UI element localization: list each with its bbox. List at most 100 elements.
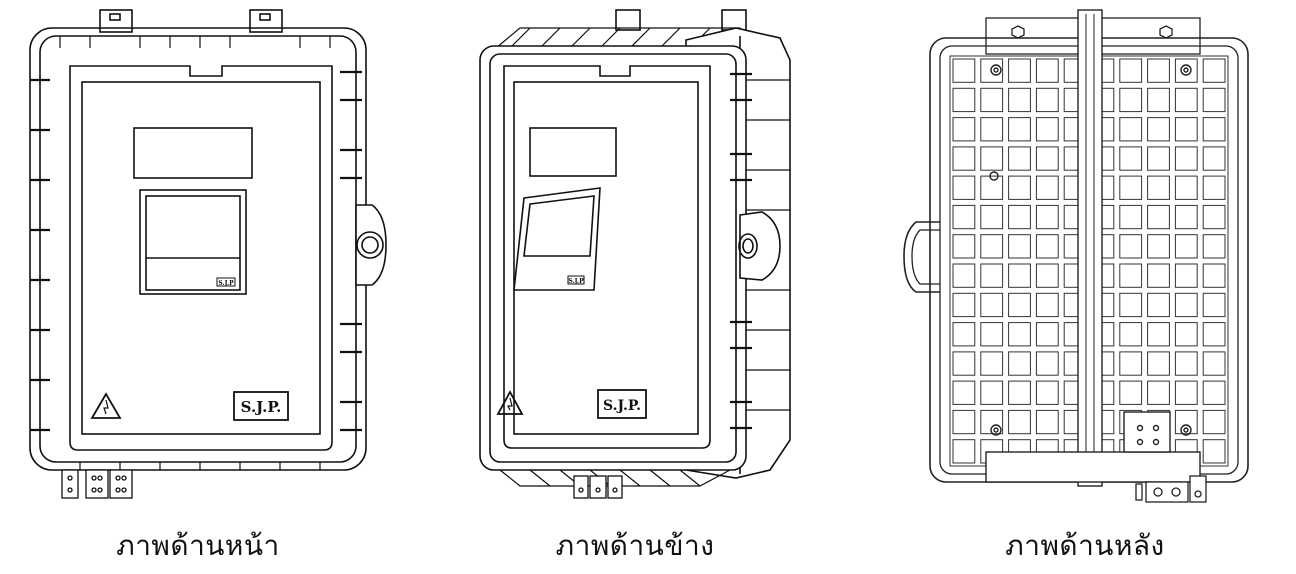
side-brand-plate (597, 389, 647, 419)
caption-back-view: ภาพด้านหลัง (1005, 529, 1165, 562)
back-rib-cell (1119, 117, 1143, 142)
front-door (69, 65, 333, 451)
caption-front-view: ภาพด้านหน้า (116, 529, 280, 562)
back-rib-cell (1202, 322, 1226, 347)
back-rib-cell (1008, 87, 1031, 113)
back-rib-cell (1119, 292, 1143, 318)
back-rib-cell (1119, 204, 1143, 230)
side-bottom-terminals (573, 475, 623, 499)
back-rib-cell (952, 204, 976, 230)
back-view-panel (880, 0, 1280, 510)
back-rib-cell (1008, 58, 1031, 83)
side-label-window (529, 127, 617, 177)
back-rib-cell (1202, 292, 1226, 318)
side-view-drawing: S.J.P S.J.P. (479, 9, 791, 499)
back-rib-cell (1119, 322, 1143, 347)
back-bottom-bracket (985, 411, 1201, 483)
back-rib-cell (1202, 87, 1226, 113)
back-rib-cell (1202, 204, 1226, 230)
side-lock-tab (738, 211, 781, 281)
back-rib-cell (1174, 175, 1198, 200)
back-rib-cell (980, 175, 1004, 200)
front-housing-outer (29, 27, 367, 471)
back-rib-cell (952, 58, 976, 83)
back-rib-cell (1035, 175, 1059, 200)
back-rib-cell (1202, 117, 1226, 142)
back-rib-cell (1174, 204, 1198, 230)
front-view-drawing: S.J.P S.J.P. (29, 9, 387, 499)
back-rib-cell (1147, 117, 1170, 142)
back-view-drawing (903, 9, 1249, 503)
back-rib-cell (1147, 58, 1170, 83)
back-bottom-terminals (1135, 475, 1207, 503)
back-rib-cell (1147, 380, 1170, 405)
back-rib-cell (1008, 146, 1031, 171)
back-rib-cell (1202, 146, 1226, 171)
back-rib-cell (980, 322, 1004, 347)
side-meter-window (513, 187, 601, 291)
back-rib-cell (1174, 380, 1198, 405)
front-top-hinge-left (99, 9, 133, 33)
back-rib-cell (1035, 87, 1059, 113)
back-rib-cell (1008, 351, 1031, 376)
front-door-inner (81, 81, 321, 435)
side-right-clips (730, 72, 752, 430)
back-rib-cell (1202, 409, 1226, 435)
back-rib-cell (1174, 351, 1198, 376)
back-rib-cell (952, 263, 976, 288)
back-rib-cell (980, 204, 1004, 230)
back-rib-cell (952, 380, 976, 405)
front-label-window (133, 127, 253, 179)
back-rib-cell (1119, 58, 1143, 83)
back-rib-cell (1119, 234, 1143, 259)
back-rib-cell (1119, 87, 1143, 113)
back-rib-cell (1119, 351, 1143, 376)
back-rib-cell (952, 322, 976, 347)
front-hazard-icon (90, 392, 122, 419)
side-front-face-inner (489, 53, 737, 463)
back-rib-cell (952, 351, 976, 376)
front-view-panel: S.J.P S.J.P. (0, 0, 400, 510)
back-rib-cell (980, 380, 1004, 405)
back-rib-cell (1035, 117, 1059, 142)
back-rib-cell (1147, 292, 1170, 318)
back-rib-cell (1174, 322, 1198, 347)
back-rib-cell (1174, 87, 1198, 113)
back-rib-cell (1035, 58, 1059, 83)
back-rib-cell (1202, 58, 1226, 83)
back-rib-cell (1202, 380, 1226, 405)
back-rib-cell (1174, 409, 1198, 435)
back-rib-cell (952, 234, 976, 259)
back-rib-cell (1147, 322, 1170, 347)
back-rib-cell (1147, 204, 1170, 230)
back-rib-cell (1035, 263, 1059, 288)
side-small-logo: S.J.P (568, 278, 584, 285)
back-rib-cell (980, 87, 1004, 113)
back-rib-cell (1008, 234, 1031, 259)
back-rib-cell (1008, 263, 1031, 288)
back-rib-cell (980, 117, 1004, 142)
back-rib-cell (1035, 234, 1059, 259)
back-rib-cell (952, 409, 976, 435)
back-screw-bosses (989, 64, 1192, 436)
back-rib-cell (1008, 292, 1031, 318)
back-rib-cell (952, 439, 976, 464)
side-view-panel: S.J.P S.J.P. (440, 0, 840, 510)
back-rib-cell (1008, 175, 1031, 200)
front-right-clips (340, 70, 362, 432)
back-rib-cell (952, 175, 976, 200)
back-rib-cell (1119, 263, 1143, 288)
back-rib-cell (1008, 117, 1031, 142)
back-rib-cell (1008, 322, 1031, 347)
front-brand-logo: S.J.P. (241, 398, 282, 416)
back-vertical-strap (1077, 9, 1103, 487)
back-rib-cell (1008, 409, 1031, 435)
back-rib-cell (1147, 263, 1170, 288)
back-left-hook (903, 221, 940, 293)
caption-side-view: ภาพด้านข้าง (555, 529, 715, 562)
back-rib-cell (1174, 263, 1198, 288)
back-rib-cell (1147, 234, 1170, 259)
back-rib-cell (1147, 87, 1170, 113)
side-door (503, 65, 711, 449)
back-rib-cell (1202, 263, 1226, 288)
